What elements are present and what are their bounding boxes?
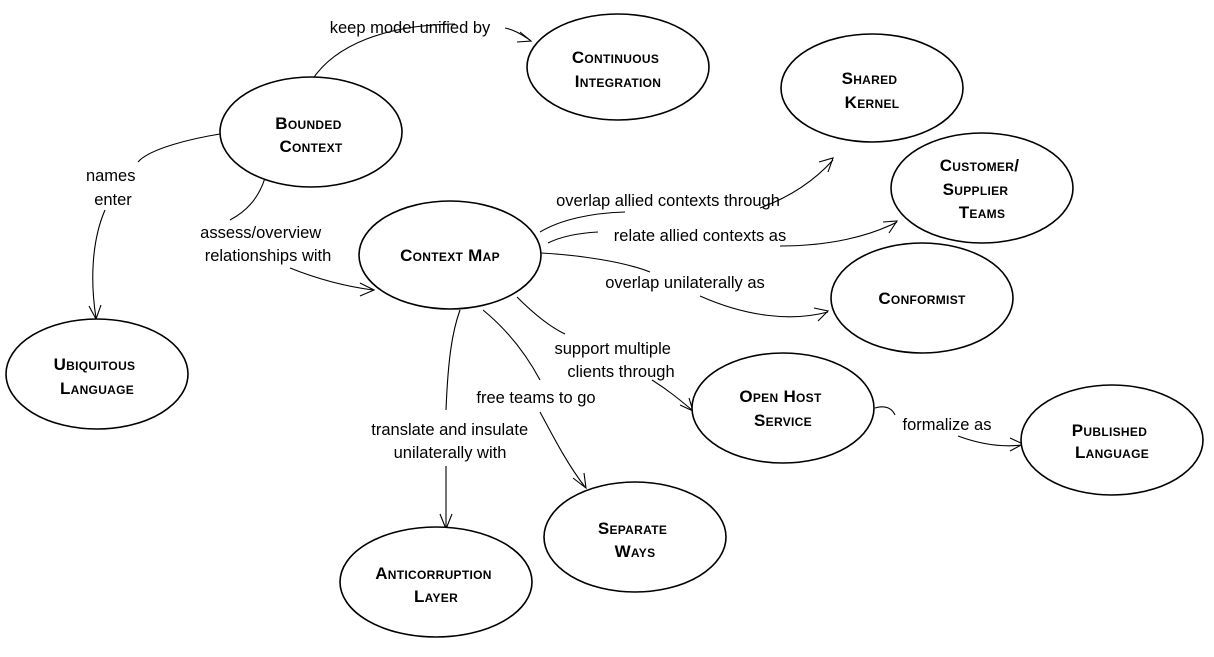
edge-label-line: unilaterally with [394,444,507,462]
node-label-line: Language [60,379,134,398]
node-label-conformist: Conformist [878,289,966,308]
edge-label-line: translate and insulate [371,421,528,439]
edge-label-translate-insulate: translate and insulate unilaterally with [371,421,532,462]
edge-label-free-teams: free teams to go [476,389,595,407]
node-label-line: Integration [575,72,661,91]
node-label-ubiquitous-language: Ubiquitous Language [54,355,141,398]
node-label-line: Teams [959,203,1006,222]
node-label-line: Context Map [400,246,500,265]
node-label-line: Bounded [275,114,341,133]
node-label-line: Service [754,411,812,430]
node-label-line: Open Host [739,387,822,406]
node-label-shared-kernel: Shared Kernel [842,69,903,112]
node-published-language: Published Language [1020,384,1204,496]
edge-free-teams: free teams to go [476,309,596,490]
edge-label-line: relate allied contexts as [614,227,786,245]
node-label-line: Customer/ [940,156,1019,175]
node-label-line: Language [1075,443,1149,462]
edge-label-assess-overview: assess/overview relationships with [200,224,331,265]
node-label-line: Published [1072,421,1147,440]
node-label-context-map: Context Map [400,246,500,265]
node-label-continuous-integration: Continuous Integration [572,48,664,91]
edge-label-line: overlap unilaterally as [605,274,765,292]
node-label-bounded-context: Bounded Context [275,114,346,156]
node-context-map: Context Map [358,200,542,310]
edge-translate-insulate: translate and insulate unilaterally with [371,309,532,531]
edge-label-line: support multiple [554,340,670,358]
edge-label-line: relationships with [205,247,332,265]
node-label-anticorruption-layer: Anticorruption Layer [375,564,497,606]
node-label-line: Anticorruption [375,564,491,583]
node-conformist: Conformist [830,242,1014,354]
edge-overlap-unilaterally: overlap unilaterally as [540,252,830,322]
edge-label-keep-model-unified: keep model unified by [330,19,491,37]
node-label-line: Kernel [845,93,900,112]
edge-formalize: formalize as [874,406,1025,452]
node-label-separate-ways: Separate Ways [598,519,672,561]
edge-relate-allied: relate allied contexts as [547,220,899,247]
node-separate-ways: Separate Ways [543,481,727,593]
edge-label-support-multiple: support multiple clients through [554,340,675,381]
node-label-line: Separate [598,519,667,538]
node-label-open-host-service: Open Host Service [739,387,826,430]
node-bounded-context: Bounded Context [219,76,403,188]
edge-keep-model-unified: keep model unified by [311,19,533,81]
node-label-line: Supplier [943,180,1009,199]
node-anticorruption-layer: Anticorruption Layer [339,526,533,638]
edge-label-overlap-allied: overlap allied contexts through [556,192,780,210]
edge-assess-overview: assess/overview relationships with [200,177,376,297]
edge-overlap-allied: overlap allied contexts through [539,157,834,233]
node-label-line: Layer [414,587,458,606]
node-label-customer-supplier-teams: Customer/ Supplier Teams [940,156,1025,222]
node-customer-supplier-teams: Customer/ Supplier Teams [890,132,1074,244]
node-label-published-language: Published Language [1072,421,1152,462]
edge-support-multiple-clients: support multiple clients through [516,296,694,413]
node-label-line: Shared [842,69,898,88]
node-label-line: Context [279,137,342,156]
node-label-line: Ubiquitous [54,355,136,374]
node-label-line: Conformist [878,289,966,308]
edge-label-relate-allied: relate allied contexts as [614,227,786,245]
edge-label-overlap-unilaterally: overlap unilaterally as [605,274,765,292]
edge-label-line: overlap allied contexts through [556,192,780,210]
edge-label-formalize: formalize as [903,416,992,434]
edge-label-names-enter: names enter [86,167,140,209]
edge-label-line: enter [94,191,132,209]
node-shared-kernel: Shared Kernel [780,33,964,143]
edge-label-line: formalize as [903,416,992,434]
edge-names-enter: names enter [86,133,221,321]
node-label-line: Continuous [572,48,659,67]
edge-label-line: names [86,167,136,185]
edge-label-line: keep model unified by [330,19,491,37]
node-open-host-service: Open Host Service [691,352,875,464]
node-ubiquitous-language: Ubiquitous Language [5,318,189,430]
edge-label-line: assess/overview [200,224,321,242]
node-continuous-integration: Continuous Integration [526,13,710,121]
node-label-line: Ways [615,542,656,561]
edge-label-line: clients through [567,363,674,381]
edge-label-line: free teams to go [476,389,595,407]
